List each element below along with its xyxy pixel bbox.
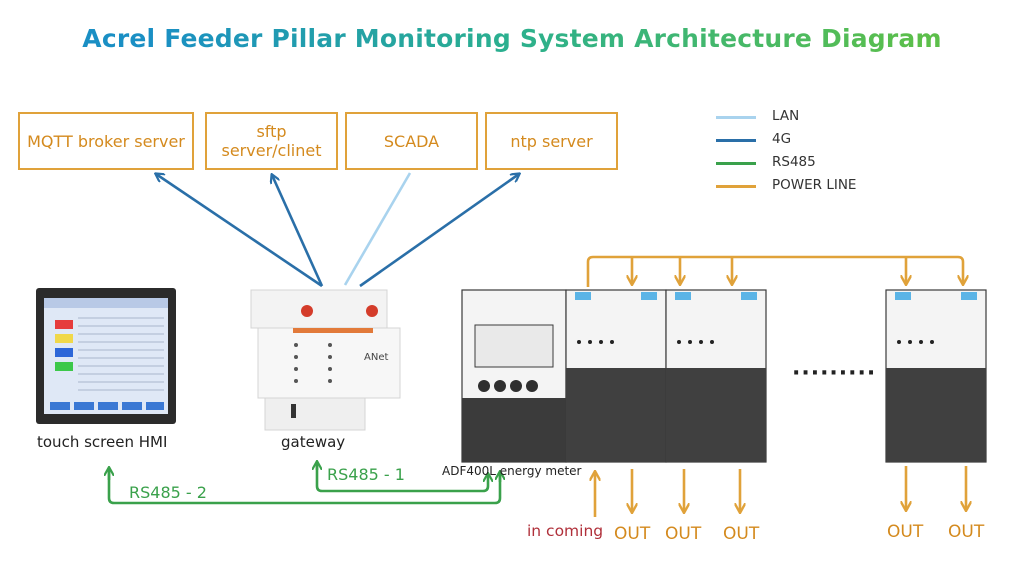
4g-link-mqtt xyxy=(156,174,323,288)
4g-link-ntp xyxy=(359,174,519,288)
power-lines-bottom xyxy=(595,466,966,517)
scada-box: SCADA xyxy=(345,112,478,170)
power-bus-top xyxy=(586,255,963,287)
out-label: OUT xyxy=(665,524,702,544)
hmi-device xyxy=(36,288,176,424)
lan-swatch xyxy=(716,116,756,119)
rs485-2-line xyxy=(107,470,502,505)
gateway-label: gateway xyxy=(281,433,346,451)
ellipsis: ········· xyxy=(792,361,877,386)
out-label: OUT xyxy=(614,524,651,544)
rs485-swatch xyxy=(716,162,756,165)
out-label: OUT xyxy=(948,522,985,542)
branch-module xyxy=(885,289,987,463)
gateway-leds xyxy=(294,343,332,383)
out-label: OUT xyxy=(887,522,924,542)
lan-link-scada xyxy=(343,172,412,286)
gateway-top xyxy=(250,289,388,329)
antenna-port-icon xyxy=(301,305,313,317)
legend-label: 4G xyxy=(772,131,792,147)
gateway-slot xyxy=(291,404,296,418)
legend-label: POWER LINE xyxy=(772,177,857,193)
legend-item-rs485: RS485 xyxy=(716,152,916,175)
meter-label: ADF400L energy meter xyxy=(442,464,582,478)
hmi-label: touch screen HMI xyxy=(37,433,168,451)
hmi-soft-buttons xyxy=(50,402,164,410)
gateway-base xyxy=(264,397,366,431)
branch-module xyxy=(665,289,767,463)
legend-item-lan: LAN xyxy=(716,106,916,129)
legend-item-4g: 4G xyxy=(716,129,916,152)
rs485-1-label: RS485 - 1 xyxy=(327,465,405,484)
incoming-label: in coming xyxy=(527,522,604,540)
hmi-indicator-green xyxy=(55,362,73,371)
legend-item-power-line: POWER LINE xyxy=(716,175,916,198)
meter-rack xyxy=(461,289,987,463)
rs485-1-line xyxy=(315,464,488,493)
hmi-table-lines xyxy=(78,317,164,391)
legend: LAN 4G RS485 POWER LINE xyxy=(716,106,916,198)
out-label: OUT xyxy=(723,524,760,544)
hmi-indicator-red xyxy=(55,320,73,329)
hmi-indicator-yellow xyxy=(55,334,73,343)
4g-swatch xyxy=(716,139,756,142)
branch-module xyxy=(565,289,667,463)
rs485-links xyxy=(107,462,502,505)
gateway-stripe xyxy=(293,328,373,333)
legend-label: LAN xyxy=(772,108,800,124)
network-links xyxy=(156,172,519,288)
legend-label: RS485 xyxy=(772,154,816,170)
gateway-device xyxy=(250,289,401,431)
gateway-face xyxy=(257,327,401,399)
sftp-server-box: sftp server/clinet xyxy=(205,112,338,170)
power-line-swatch xyxy=(716,185,756,188)
diagram-title: Acrel Feeder Pillar Monitoring System Ar… xyxy=(0,24,1024,53)
ntp-server-box: ntp server xyxy=(485,112,618,170)
mqtt-broker-server-box: MQTT broker server xyxy=(18,112,194,170)
gateway-brand: ANet xyxy=(364,352,389,363)
rs485-2-label: RS485 - 2 xyxy=(129,483,207,502)
antenna-port-icon xyxy=(366,305,378,317)
energy-meter xyxy=(461,289,567,463)
4g-link-sftp xyxy=(272,175,324,287)
hmi-indicator-blue xyxy=(55,348,73,357)
hmi-screen-header xyxy=(44,298,168,308)
